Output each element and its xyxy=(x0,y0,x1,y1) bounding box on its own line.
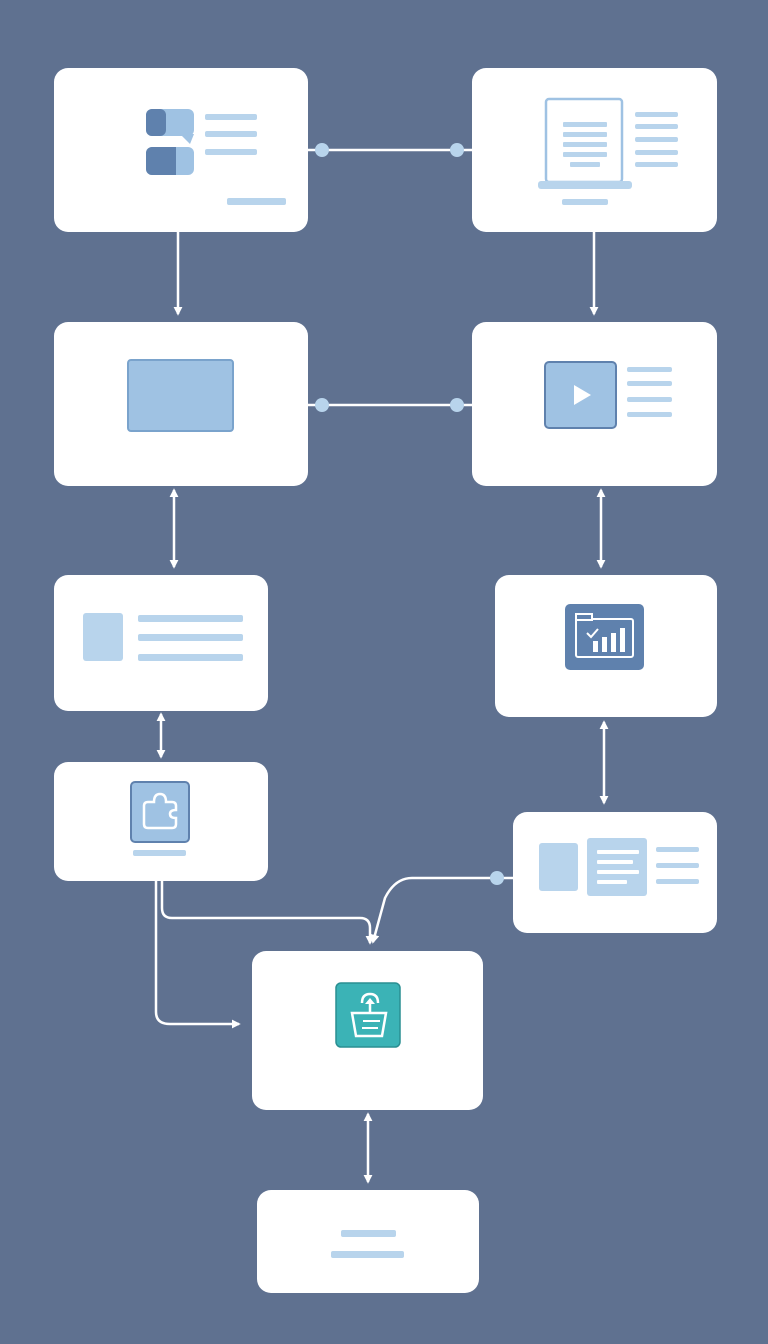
document-panel-icon xyxy=(587,838,647,896)
node-chat[interactable] xyxy=(54,68,308,232)
arrow-puzzle-upload-side xyxy=(154,881,241,1029)
image-placeholder-icon xyxy=(127,359,234,432)
video-play-icon xyxy=(544,361,617,429)
node-laptop[interactable] xyxy=(472,68,717,232)
bar-chart-icon xyxy=(565,604,644,670)
node-profile[interactable] xyxy=(54,575,268,711)
link-dot xyxy=(490,871,504,885)
text-lines xyxy=(205,114,257,155)
chat-bubbles-icon xyxy=(146,109,194,175)
link-image-video xyxy=(308,398,472,412)
node-output[interactable] xyxy=(257,1190,479,1293)
node-image[interactable] xyxy=(54,322,308,486)
link-dot xyxy=(450,143,464,157)
link-dot xyxy=(450,398,464,412)
link-chat-laptop xyxy=(308,143,472,157)
footer-line xyxy=(227,198,286,205)
link-dot xyxy=(315,398,329,412)
footer-line xyxy=(562,199,608,205)
footer-line xyxy=(133,850,186,856)
node-puzzle[interactable] xyxy=(54,762,268,881)
text-lines-icon xyxy=(331,1230,404,1258)
node-video[interactable] xyxy=(472,322,717,486)
node-upload[interactable] xyxy=(252,951,483,1110)
profile-card-icon xyxy=(83,613,123,661)
laptop-document-icon xyxy=(538,97,632,189)
node-documents[interactable] xyxy=(513,812,717,933)
text-lines xyxy=(656,847,699,884)
text-lines xyxy=(635,112,678,167)
link-documents-upload xyxy=(370,871,513,944)
profile-card-icon xyxy=(539,843,578,891)
arrow-puzzle-upload-top xyxy=(160,881,375,945)
connectors xyxy=(154,143,609,1184)
text-lines xyxy=(627,367,672,417)
link-dot xyxy=(315,143,329,157)
node-analytics[interactable] xyxy=(495,575,717,717)
puzzle-icon xyxy=(130,781,190,843)
text-lines xyxy=(138,615,243,661)
upload-tray-icon xyxy=(335,982,401,1048)
